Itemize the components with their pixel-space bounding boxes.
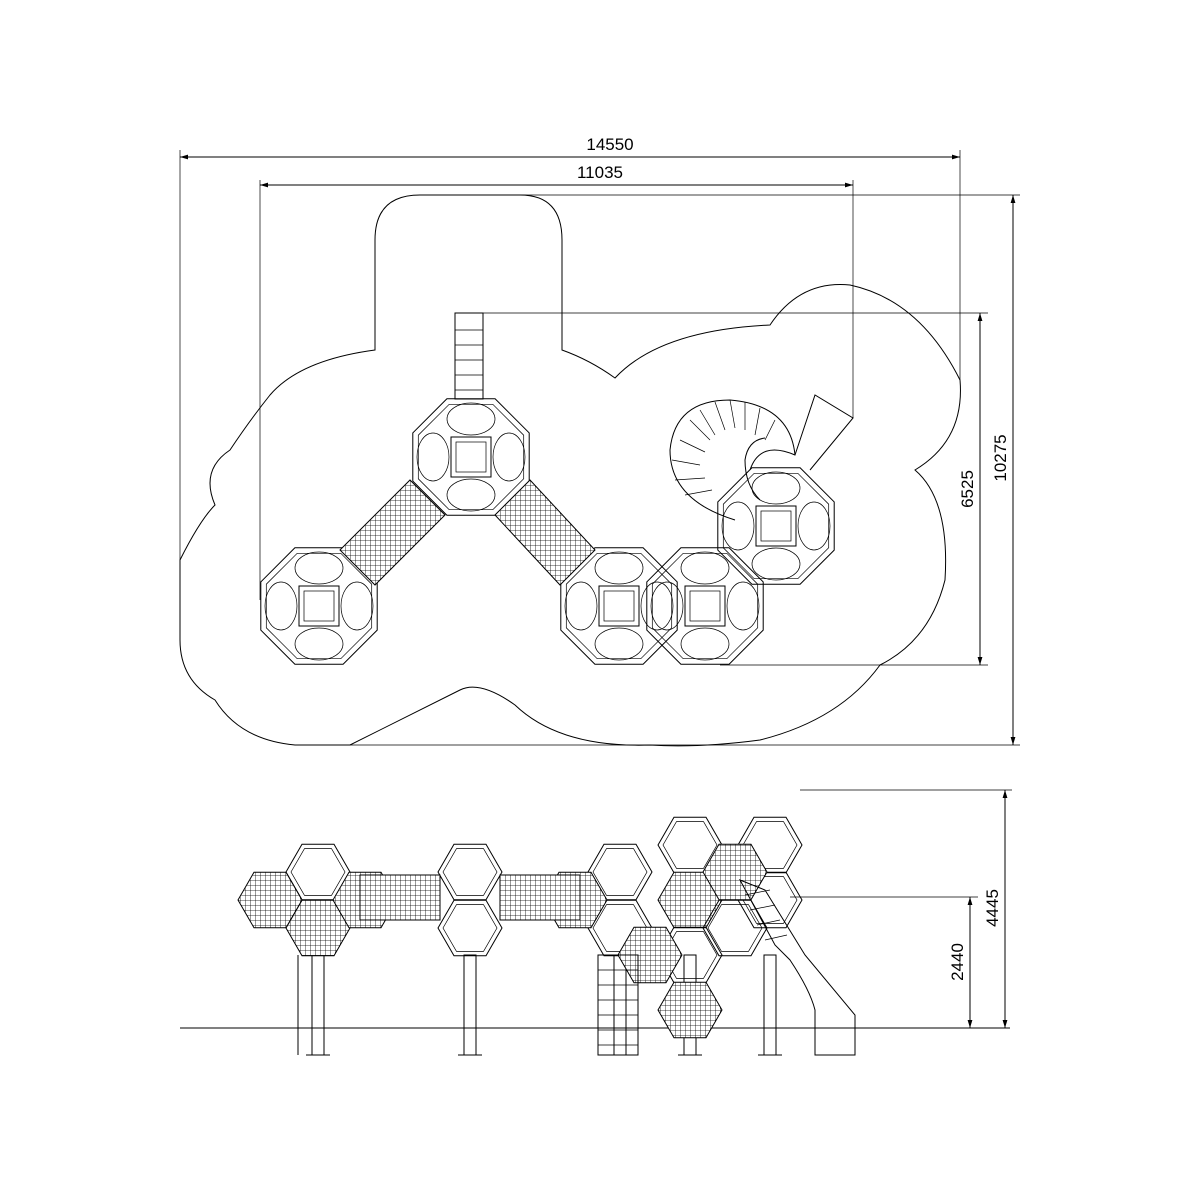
side-panel xyxy=(264,581,298,631)
dim-structure-width: 11035 xyxy=(577,163,623,182)
side-panel xyxy=(680,627,730,661)
side-panel xyxy=(446,402,496,436)
octagon-module xyxy=(412,398,530,516)
octagon-module xyxy=(560,547,678,665)
hex-panel xyxy=(702,843,768,901)
octagon-module xyxy=(717,467,835,585)
center-platform xyxy=(684,585,726,627)
hex-panel-inner xyxy=(442,848,498,896)
center-platform xyxy=(598,585,640,627)
hex-panel-inner xyxy=(707,904,763,952)
center-platform-inner xyxy=(689,590,721,622)
elevation-dimensions: 2440 4445 xyxy=(790,789,1012,1028)
side-panel xyxy=(640,581,674,631)
side-panel xyxy=(416,432,450,482)
center-platform xyxy=(298,585,340,627)
net-bridge-right xyxy=(494,479,596,586)
dim-overall-depth: 10275 xyxy=(991,434,1010,481)
side-panel xyxy=(751,471,801,505)
side-panel xyxy=(721,501,755,551)
hex-panel-inner xyxy=(442,904,498,952)
side-panel xyxy=(594,551,644,585)
support-post xyxy=(311,954,325,1056)
side-panel xyxy=(751,547,801,581)
octagon-inner xyxy=(417,403,525,511)
side-panel xyxy=(594,627,644,661)
side-panel xyxy=(797,501,831,551)
plan-view: 14550 11035 6525 10275 xyxy=(179,135,1020,747)
center-platform xyxy=(450,436,492,478)
octagon-inner xyxy=(265,552,373,660)
side-panel xyxy=(564,581,598,631)
hex-panel xyxy=(617,926,683,984)
side-panel xyxy=(726,581,760,631)
plan-dimensions: 14550 11035 6525 10275 xyxy=(179,135,1020,746)
tube-slide-elev xyxy=(738,879,856,1056)
support-post xyxy=(763,954,777,1056)
hex-panel xyxy=(437,843,503,901)
center-platform-inner xyxy=(455,441,487,473)
side-panel xyxy=(294,627,344,661)
hex-panel-inner xyxy=(592,848,648,896)
hex-panel xyxy=(237,871,303,929)
octagon-module xyxy=(646,547,764,665)
center-platform xyxy=(755,505,797,547)
octagon-outer xyxy=(412,398,530,516)
side-panel xyxy=(492,432,526,482)
center-platform-inner xyxy=(303,590,335,622)
elevation-view: 2440 4445 xyxy=(180,789,1012,1056)
octagon-outer xyxy=(646,547,764,665)
octagon-inner xyxy=(722,472,830,580)
hex-panel xyxy=(702,899,768,957)
dim-overall-width: 14550 xyxy=(586,135,633,154)
hex-panel-inner xyxy=(662,931,718,979)
play-modules xyxy=(260,398,835,665)
dim-overall-height: 4445 xyxy=(983,889,1002,927)
net-bridge-elev-left xyxy=(359,874,441,921)
hex-panel xyxy=(657,981,723,1039)
hex-modules xyxy=(237,816,803,1039)
safety-zone-outline xyxy=(179,194,961,747)
net-bridge-elev-right xyxy=(499,874,581,921)
net-bridge-left xyxy=(339,479,446,586)
dim-structure-depth: 6525 xyxy=(958,470,977,508)
hex-panel xyxy=(437,899,503,957)
hex-panel-inner xyxy=(662,821,718,869)
octagon-inner xyxy=(651,552,759,660)
side-panel xyxy=(650,581,684,631)
side-panel xyxy=(680,551,730,585)
support-post xyxy=(463,954,477,1056)
octagon-inner xyxy=(565,552,673,660)
center-platform-inner xyxy=(760,510,792,542)
side-panel xyxy=(294,551,344,585)
side-panel xyxy=(446,478,496,512)
hex-panel-inner xyxy=(290,848,346,896)
tube-slide xyxy=(669,394,854,521)
dim-platform-height: 2440 xyxy=(948,943,967,981)
ladder xyxy=(454,312,484,400)
octagon-outer xyxy=(717,467,835,585)
side-panel xyxy=(340,581,374,631)
center-platform-inner xyxy=(603,590,635,622)
ladder-elev xyxy=(597,954,639,1056)
